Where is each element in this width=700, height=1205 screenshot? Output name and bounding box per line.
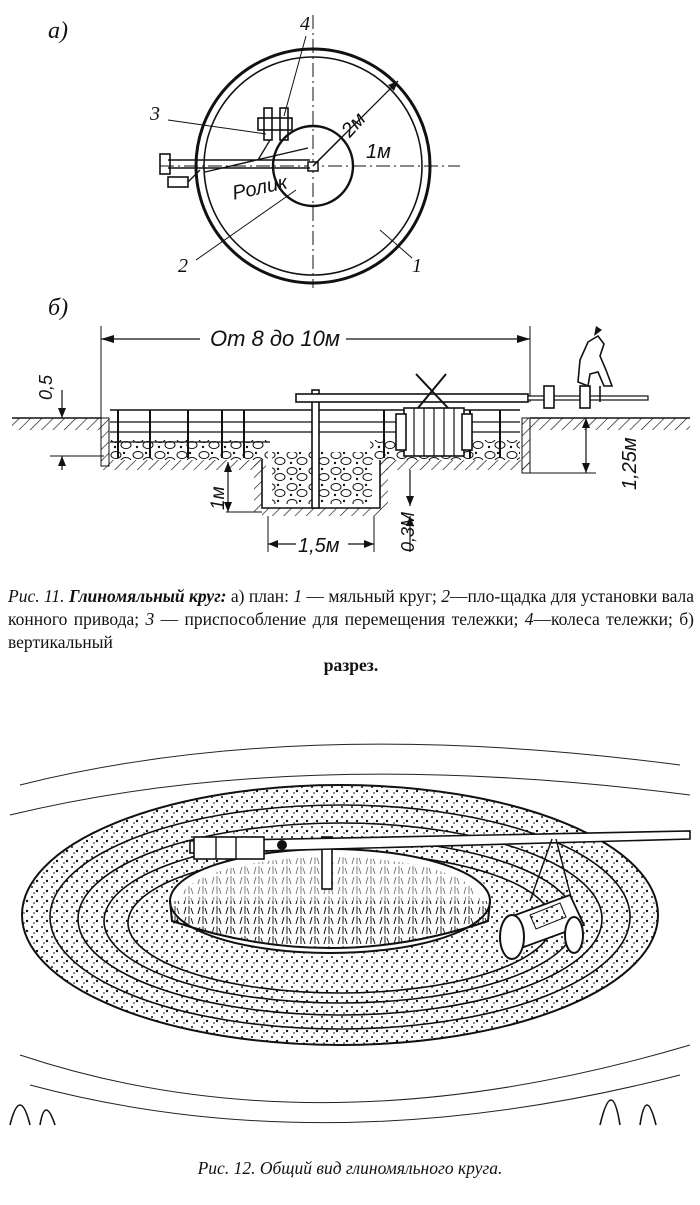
width-label-bg: [296, 534, 348, 556]
caption-11-t2: —пло-щадка для установки вала конного пр…: [8, 586, 695, 629]
center-post-3d: [321, 836, 333, 890]
depth-1m-arrow-bottom: [224, 502, 232, 512]
span-arrow-right: [517, 335, 530, 343]
caption-11-t3: — приспособление для перемещения тележки…: [160, 609, 519, 629]
cart-3d-load: [529, 902, 567, 930]
radius-inner-label: 1м: [366, 141, 391, 163]
depth-03-arrow: [406, 496, 414, 506]
central-pit-floor: [262, 508, 380, 516]
cart-wheel-front: [395, 413, 407, 451]
beam-block: [193, 836, 265, 860]
beam-brace: [204, 147, 309, 173]
caption-11-t1: — мяльный круг;: [306, 586, 437, 606]
depth-125-arrow-bottom: [582, 463, 590, 473]
central-pit-wall-right: [380, 455, 388, 513]
ground-hatching: [9, 743, 691, 1124]
caption-11-n2: 2: [441, 586, 451, 606]
depth-1m-label: 1м: [208, 486, 229, 510]
horse-figure: [577, 334, 614, 388]
depth-05-label: 0,5: [36, 374, 56, 400]
caption-11-prefix: Рис. 11.: [8, 586, 65, 606]
figure-11-caption: Рис. 11. Глиномяльный круг: а) план: 1 —…: [8, 585, 694, 677]
leader-1: [379, 229, 413, 259]
beam-end-block: [159, 153, 171, 175]
caption-11-t5: разрез.: [323, 655, 379, 675]
horizontal-beam: [295, 393, 529, 403]
central-pit-wall-left: [254, 455, 262, 513]
caption-11-n3: 3: [145, 609, 155, 629]
pit-wall-right: [521, 417, 531, 474]
cart-wheel-left: [263, 107, 273, 141]
beam-lower-block: [167, 176, 189, 188]
depth-05-arrow: [58, 408, 66, 418]
depth-1m-arrow-top: [224, 462, 232, 472]
leader-3: [167, 119, 267, 135]
span-label: От 8 до 10м: [210, 326, 340, 351]
central-pit-fill: [272, 452, 372, 504]
caption-11-t4: —колеса тележки; б) вертикальный: [8, 609, 695, 652]
label-2: 2: [178, 255, 188, 277]
beam-lower-link: [187, 169, 201, 183]
caption-11-n4: 4: [524, 609, 534, 629]
cart-wheel-right: [279, 107, 289, 141]
caption-11-text-a: а) план:: [230, 586, 289, 606]
cart-3d-wheel-left: [499, 914, 525, 960]
cart-link: [257, 139, 271, 161]
span-arrow-left: [101, 335, 114, 343]
leader-4: [283, 35, 307, 117]
figure-12-illustration: [9, 743, 691, 1126]
label-1: 1: [412, 255, 422, 277]
label-4: 4: [300, 13, 310, 35]
pit-floor-right: [380, 460, 530, 470]
vertical-shaft: [311, 389, 320, 509]
center-post: [307, 161, 319, 172]
drive-gear: [543, 385, 555, 409]
width-label: 1,5м: [298, 535, 340, 557]
cart-wheel-back: [461, 413, 473, 451]
drive-post: [579, 385, 591, 409]
cart-wheels: [257, 117, 293, 131]
caption-11-title: Глиномяльный круг:: [68, 586, 227, 606]
panel-a-label: а): [48, 18, 68, 44]
pit-wall-left: [100, 417, 110, 467]
central-platform-grass: [180, 857, 480, 945]
leader-2: [195, 189, 297, 261]
depth-03-arrow-lower: [406, 516, 414, 526]
horse-ear: [594, 326, 602, 336]
foreground-grass: [9, 1099, 657, 1126]
caption-11-n1: 1: [293, 586, 303, 606]
rope-2: [555, 838, 573, 902]
radius-arrowhead: [388, 81, 398, 91]
beam-3d: [189, 830, 691, 854]
width-arrow-right: [364, 540, 374, 548]
figure-11a-plan: а) 2м 1м 4 3 2 1: [48, 13, 460, 288]
depth-125-label: 1,25м: [619, 437, 641, 490]
label-3: 3: [149, 103, 160, 125]
cart-handle-b: [417, 373, 447, 409]
width-arrow-left: [268, 540, 278, 548]
ground-right-hatch: [530, 418, 690, 430]
depth-125-arrow-top: [582, 418, 590, 428]
ground-left-hatch: [12, 418, 101, 430]
span-label-bg: [200, 326, 346, 350]
rope-1: [529, 838, 553, 902]
figure-12-caption: Рис. 12. Общий вид глиномяльного круга.: [197, 1158, 503, 1178]
pit-floor-left: [101, 460, 266, 470]
depth-03-label: 0,3М: [398, 512, 418, 552]
figure-11b-section: б) От 8 до 10м: [12, 295, 690, 557]
beam-bolt: [277, 840, 287, 850]
depth-05-arrow-lower: [58, 456, 66, 466]
cart-3d-wheel-right: [564, 916, 584, 954]
panel-b-label: б): [48, 295, 68, 321]
radius-inner-line: [312, 138, 341, 167]
